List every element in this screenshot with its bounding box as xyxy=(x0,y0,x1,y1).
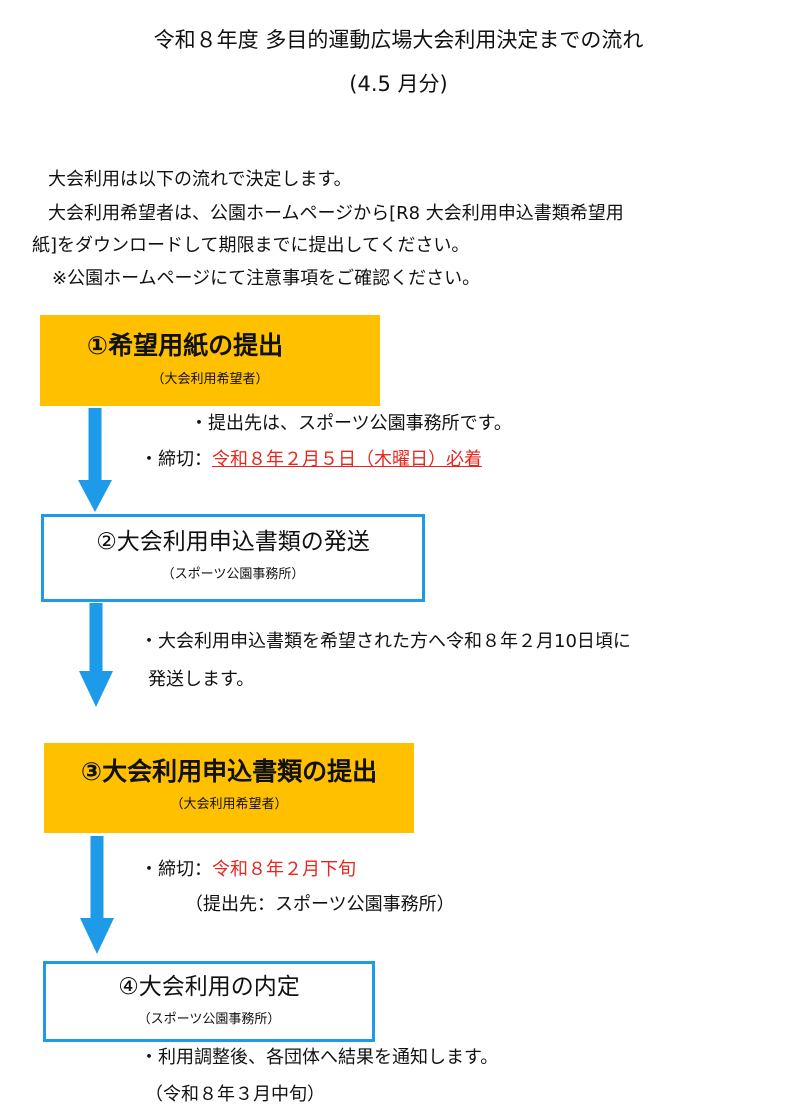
step-title: ④大会利用の内定 xyxy=(118,974,300,1000)
page-title: 令和８年度 多目的運動広場大会利用決定までの流れ xyxy=(153,28,644,52)
step-note: （提出先：スポーツ公園事務所） xyxy=(185,894,455,915)
down-arrow-icon xyxy=(78,408,112,512)
deadline-label: ・締切： xyxy=(140,859,212,880)
intro-line: 大会利用希望者は、公園ホームページから[R8 大会利用申込書類希望用 xyxy=(48,203,624,224)
deadline-label: ・締切： xyxy=(140,449,212,470)
page-subtitle: (4.5 月分) xyxy=(349,72,448,96)
intro-line: 紙]をダウンロードして期限までに提出してください。 xyxy=(32,235,470,256)
step-note: 発送します。 xyxy=(148,669,255,690)
step-3-box: ③大会利用申込書類の提出 （大会利用希望者） xyxy=(44,743,414,833)
step-actor: （大会利用希望者） xyxy=(170,797,288,812)
step-4-box: ④大会利用の内定 （スポーツ公園事務所） xyxy=(43,961,375,1042)
deadline-date: 令和８年２月下旬 xyxy=(212,859,356,880)
step-note: （令和８年３月中旬） xyxy=(145,1084,325,1105)
step-note: ・大会利用申込書類を希望された方へ令和８年２月10日頃に xyxy=(140,631,631,652)
step-actor: （スポーツ公園事務所） xyxy=(137,1012,281,1027)
intro-line: 大会利用は以下の流れで決定します。 xyxy=(48,169,352,190)
step-actor: （スポーツ公園事務所） xyxy=(161,567,305,582)
step-actor: （大会利用希望者） xyxy=(151,372,269,387)
step-deadline: ・締切：令和８年２月５日（木曜日）必着 xyxy=(140,451,482,469)
deadline-date: 令和８年２月５日（木曜日）必着 xyxy=(212,449,482,470)
intro-line: ※公園ホームページにて注意事項をご確認ください。 xyxy=(52,268,481,289)
step-title: ③大会利用申込書類の提出 xyxy=(80,757,378,786)
step-title: ①希望用紙の提出 xyxy=(86,331,284,360)
step-title: ②大会利用申込書類の発送 xyxy=(96,529,370,555)
step-note: ・利用調整後、各団体へ結果を通知します。 xyxy=(140,1047,499,1068)
down-arrow-icon xyxy=(79,603,113,707)
step-deadline: ・締切：令和８年２月下旬 xyxy=(140,861,356,879)
step-note: ・提出先は、スポーツ公園事務所です。 xyxy=(190,413,512,434)
step-1-box: ①希望用紙の提出 （大会利用希望者） xyxy=(40,315,380,406)
step-2-box: ②大会利用申込書類の発送 （スポーツ公園事務所） xyxy=(41,514,425,602)
down-arrow-icon xyxy=(80,836,114,954)
